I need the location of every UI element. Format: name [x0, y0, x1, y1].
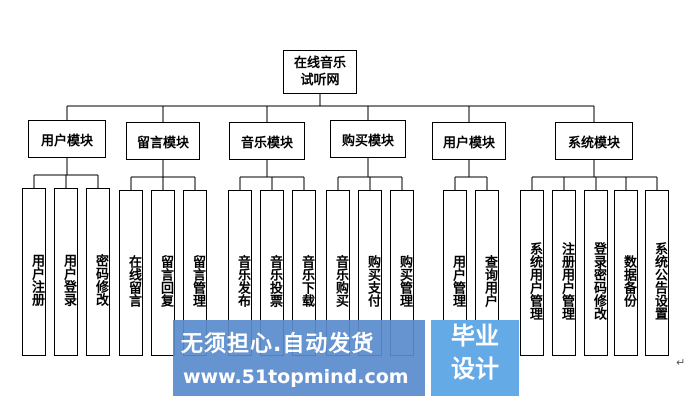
leaf-label: 在线留言: [126, 255, 141, 307]
leaf-label: 音乐购买: [333, 255, 348, 307]
module-message: 留言模块: [126, 122, 200, 160]
leaf-label: 密码修改: [93, 254, 108, 306]
leaf-label: 音乐下载: [299, 255, 314, 307]
module-music: 音乐模块: [229, 122, 305, 160]
leaf-label: 用户管理: [450, 255, 465, 307]
leaf-label: 系统用户管理: [527, 242, 542, 320]
leaf-label: 系统公告设置: [652, 242, 667, 320]
leaf-label: 登录密码修改: [591, 242, 606, 320]
watermark-banner: 无须担心.自动发货 www.51topmind.com: [173, 320, 425, 396]
leaf-login-password-change: 登录密码修改: [584, 190, 608, 356]
module-label: 系统模块: [567, 135, 620, 151]
module-label: 留言模块: [136, 135, 189, 151]
module-system: 系统模块: [555, 122, 633, 160]
module-user-2: 用户模块: [432, 122, 506, 160]
leaf-user-login: 用户登录: [54, 188, 78, 356]
watermark-url: www.51topmind.com: [183, 366, 409, 388]
leaf-label: 购买支付: [365, 255, 380, 307]
module-label: 用户模块: [442, 135, 495, 151]
leaf-label: 音乐发布: [235, 255, 250, 307]
paragraph-mark: ↵: [676, 356, 686, 369]
leaf-label: 留言回复: [158, 255, 173, 307]
leaf-user-register: 用户注册: [22, 188, 46, 356]
module-user-1: 用户模块: [28, 120, 106, 158]
leaf-registered-user-manage: 注册用户管理: [552, 190, 576, 356]
leaf-label: 注册用户管理: [559, 242, 574, 320]
root-node-label: 在线音乐试听网: [293, 56, 346, 88]
leaf-label: 用户注册: [29, 254, 44, 306]
leaf-system-notice-setting: 系统公告设置: [645, 190, 669, 356]
leaf-password-change: 密码修改: [86, 188, 110, 356]
watermark-slogan: 无须担心.自动发货: [181, 332, 375, 357]
leaf-data-backup: 数据备份: [614, 190, 638, 356]
watermark-brand-badge: 毕业 设计: [431, 320, 519, 396]
module-label: 音乐模块: [240, 135, 293, 151]
module-label: 用户模块: [40, 133, 93, 149]
root-node: 在线音乐试听网: [283, 50, 357, 94]
watermark-brand-line2: 设计: [451, 355, 499, 383]
leaf-message-reply: 留言回复: [151, 190, 175, 356]
leaf-label: 留言管理: [190, 255, 205, 307]
leaf-system-user-manage: 系统用户管理: [520, 190, 544, 356]
watermark-brand-line1: 毕业: [451, 322, 499, 350]
module-label: 购买模块: [341, 133, 394, 149]
leaf-label: 查询用户: [482, 255, 497, 307]
module-purchase: 购买模块: [330, 120, 406, 158]
leaf-label: 用户登录: [61, 254, 76, 306]
leaf-label: 音乐投票: [267, 255, 282, 307]
leaf-label: 购买管理: [397, 255, 412, 307]
leaf-label: 数据备份: [621, 255, 636, 307]
leaf-online-message: 在线留言: [119, 190, 143, 356]
